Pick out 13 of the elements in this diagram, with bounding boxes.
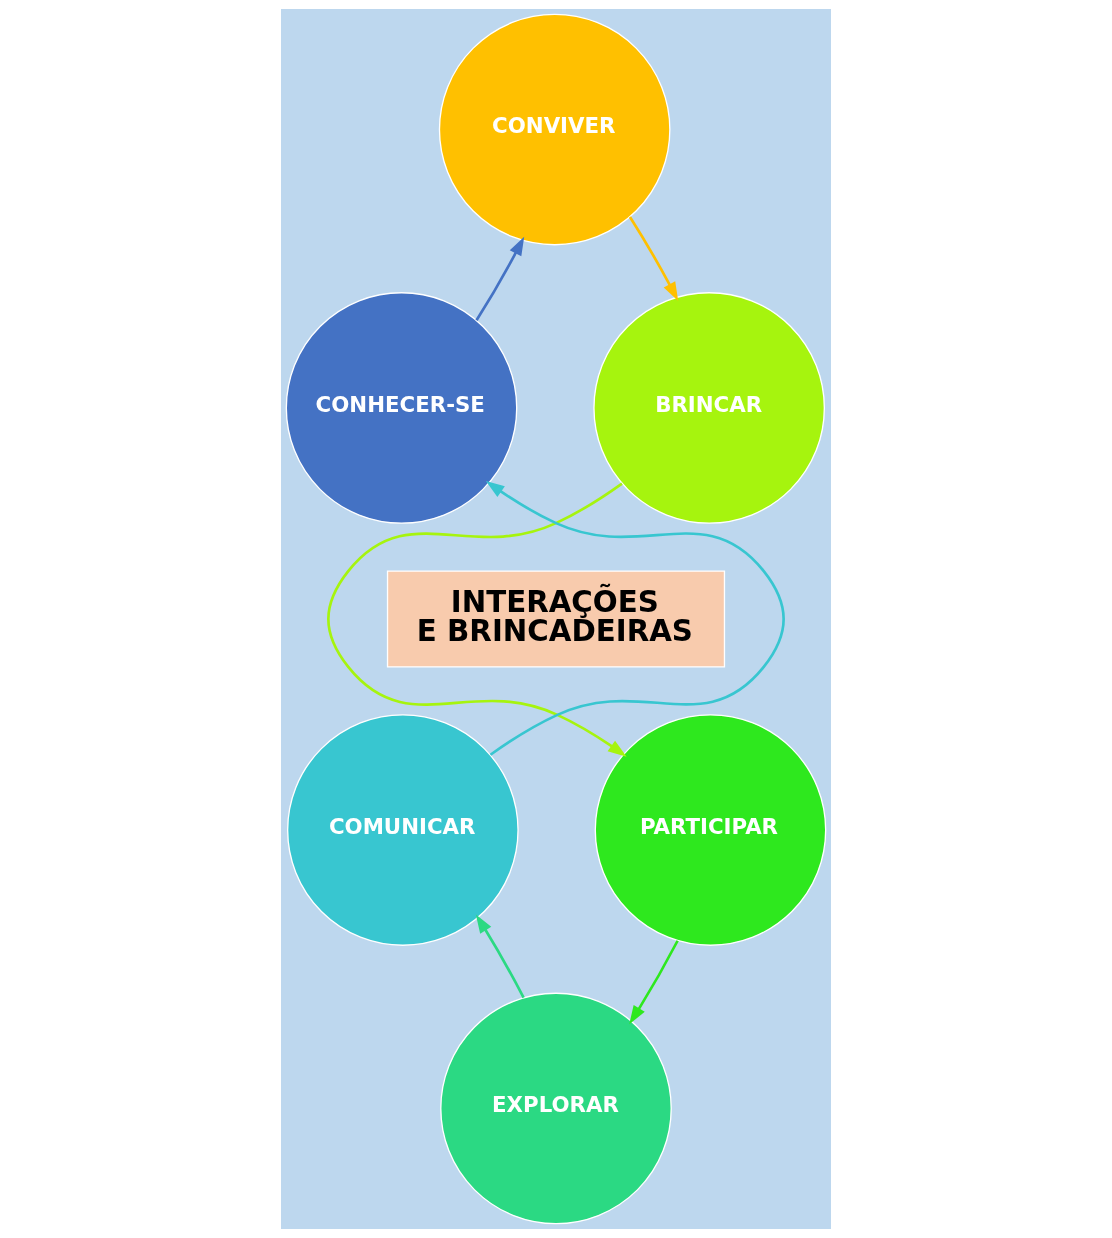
node-circle: COMUNICAR xyxy=(287,714,519,946)
arrow xyxy=(485,480,785,756)
arrow xyxy=(327,482,627,757)
node-circle: PARTICIPAR xyxy=(594,714,827,946)
node-circle: CONHECER-SE xyxy=(285,292,518,524)
node-circle: BRINCAR xyxy=(593,292,825,524)
node-circle: EXPLORAR xyxy=(440,992,672,1225)
arrow xyxy=(475,914,525,999)
arrow xyxy=(628,216,679,301)
arrow xyxy=(629,940,679,1025)
node-circle: CONVIVER xyxy=(438,13,671,246)
arrow xyxy=(475,236,525,322)
node-box: INTERAÇÕES E BRINCADEIRAS xyxy=(386,570,726,668)
